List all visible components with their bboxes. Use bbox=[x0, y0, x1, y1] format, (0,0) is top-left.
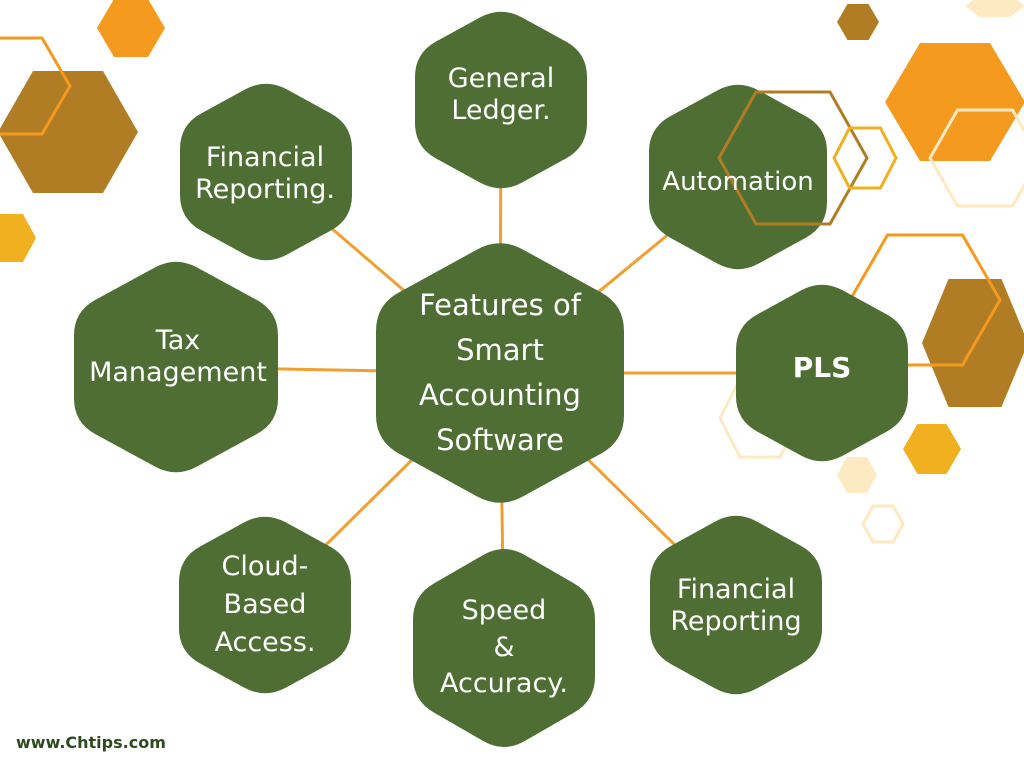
footer-website-url: www.Chtips.com bbox=[16, 733, 166, 752]
node-hexagon-automation bbox=[649, 84, 827, 270]
node-hexagon-pls bbox=[736, 284, 908, 462]
deco-hex-gold-small-right bbox=[903, 424, 961, 474]
node-hexagon-financial-reporting-left bbox=[180, 83, 352, 261]
deco-hex-pale-small-right bbox=[837, 457, 877, 493]
node-hexagon-speed-accuracy bbox=[413, 549, 595, 747]
node-hexagon-tax-management bbox=[74, 261, 278, 473]
deco-hex-outline-small-automation bbox=[831, 126, 898, 190]
node-hexagon-general-ledger bbox=[415, 11, 587, 189]
deco-hex-gold-left bbox=[0, 71, 138, 193]
deco-hex-orange-top-right bbox=[884, 43, 1024, 161]
deco-hex-outline-left bbox=[0, 32, 72, 136]
center-node-hexagon bbox=[376, 243, 624, 503]
deco-hex-pale-top-corner bbox=[965, 0, 1024, 17]
deco-hex-gold-right bbox=[922, 279, 1024, 408]
deco-hex-pale-right bbox=[928, 108, 1024, 208]
node-hexagon-cloud-based-access bbox=[179, 516, 351, 694]
deco-hex-orange-top-left bbox=[96, 0, 165, 57]
deco-hex-small-top-right bbox=[837, 4, 879, 40]
deco-hex-gold-small-left bbox=[0, 214, 36, 262]
node-hexagon-financial-reporting-right bbox=[650, 515, 822, 695]
deco-hex-outline-automation bbox=[717, 90, 869, 226]
deco-hex-pale-outline-small bbox=[861, 504, 905, 548]
